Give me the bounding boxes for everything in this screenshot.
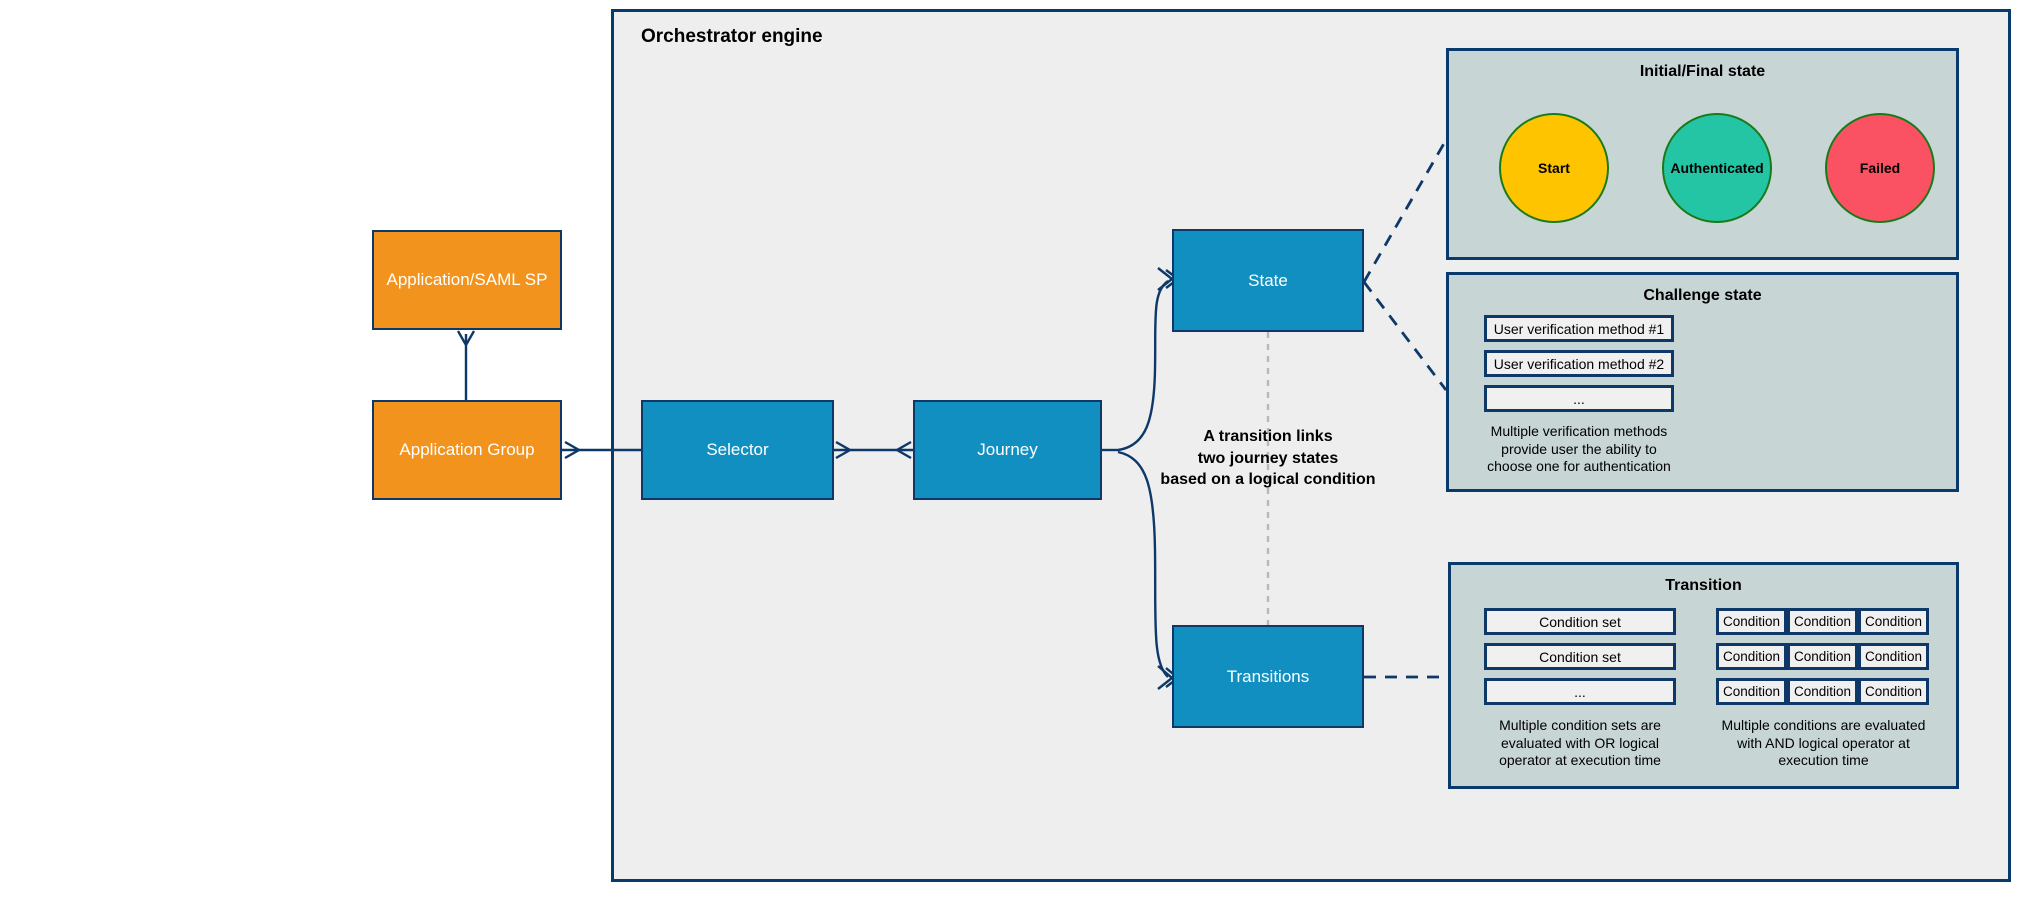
circle-start[interactable]: Start bbox=[1499, 113, 1609, 223]
verification-method-1-label: User verification method #1 bbox=[1493, 320, 1665, 337]
condition-cell-r3c1[interactable]: Condition bbox=[1716, 678, 1787, 705]
condition-cell-r3c3-label: Condition bbox=[1864, 684, 1923, 699]
condition-set-1[interactable]: Condition set bbox=[1484, 608, 1676, 635]
condition-cell-r2c1[interactable]: Condition bbox=[1716, 643, 1787, 670]
condition-cell-r3c2[interactable]: Condition bbox=[1787, 678, 1858, 705]
transition-note: A transition links two journey states ba… bbox=[1160, 428, 1376, 489]
orchestrator-engine-title: Orchestrator engine bbox=[641, 26, 823, 47]
panel-initial-final-state: Initial/Final state Start Authenticated … bbox=[1446, 48, 1959, 260]
condition-set-ellipsis-label: ... bbox=[1574, 683, 1586, 700]
panel-transition-title: Transition bbox=[1665, 577, 1742, 594]
node-selector-label: Selector bbox=[706, 440, 769, 459]
condition-set-2-label: Condition set bbox=[1539, 648, 1621, 665]
verification-method-ellipsis[interactable]: ... bbox=[1484, 385, 1674, 412]
conditions-caption: Multiple conditions are evaluated with A… bbox=[1721, 717, 1926, 768]
panel-transition: Transition Condition set Condition set .… bbox=[1448, 562, 1959, 789]
node-application-group[interactable]: Application Group bbox=[372, 400, 562, 500]
condition-cell-r2c3-label: Condition bbox=[1864, 649, 1923, 664]
circle-failed[interactable]: Failed bbox=[1825, 113, 1935, 223]
circle-failed-label: Failed bbox=[1859, 160, 1901, 176]
circle-start-label: Start bbox=[1538, 160, 1570, 176]
condition-cell-r2c1-label: Condition bbox=[1722, 649, 1781, 664]
challenge-state-caption: Multiple verification methods provide us… bbox=[1487, 423, 1671, 474]
panel-challenge-state-title: Challenge state bbox=[1643, 287, 1762, 304]
panel-initial-final-state-title: Initial/Final state bbox=[1639, 63, 1766, 80]
condition-sets-caption: Multiple condition sets are evaluated wi… bbox=[1499, 717, 1661, 768]
condition-cell-r3c2-label: Condition bbox=[1793, 684, 1852, 699]
verification-method-1[interactable]: User verification method #1 bbox=[1484, 315, 1674, 342]
node-transitions[interactable]: Transitions bbox=[1172, 625, 1364, 728]
condition-cell-r1c1[interactable]: Condition bbox=[1716, 608, 1787, 635]
node-application-saml-sp-label: Application/SAML SP bbox=[386, 270, 548, 289]
verification-method-ellipsis-label: ... bbox=[1573, 390, 1585, 407]
node-application-saml-sp[interactable]: Application/SAML SP bbox=[372, 230, 562, 330]
condition-cell-r1c3[interactable]: Condition bbox=[1858, 608, 1929, 635]
condition-cell-r3c1-label: Condition bbox=[1722, 684, 1781, 699]
condition-cell-r1c2-label: Condition bbox=[1793, 614, 1852, 629]
condition-cell-r1c2[interactable]: Condition bbox=[1787, 608, 1858, 635]
condition-cell-r1c1-label: Condition bbox=[1722, 614, 1781, 629]
condition-cell-r2c2[interactable]: Condition bbox=[1787, 643, 1858, 670]
node-application-group-label: Application Group bbox=[399, 440, 535, 459]
condition-set-ellipsis[interactable]: ... bbox=[1484, 678, 1676, 705]
condition-cell-r1c3-label: Condition bbox=[1864, 614, 1923, 629]
condition-cell-r2c2-label: Condition bbox=[1793, 649, 1852, 664]
verification-method-2-label: User verification method #2 bbox=[1493, 355, 1665, 372]
condition-set-2[interactable]: Condition set bbox=[1484, 643, 1676, 670]
verification-method-2[interactable]: User verification method #2 bbox=[1484, 350, 1674, 377]
node-journey-label: Journey bbox=[977, 440, 1038, 459]
node-state-label: State bbox=[1248, 270, 1288, 290]
panel-challenge-state: Challenge state User verification method… bbox=[1446, 272, 1959, 492]
node-journey[interactable]: Journey bbox=[913, 400, 1102, 500]
node-transitions-label: Transitions bbox=[1226, 666, 1310, 686]
node-state[interactable]: State bbox=[1172, 229, 1364, 332]
circle-authenticated-label: Authenticated bbox=[1670, 160, 1764, 176]
condition-cell-r2c3[interactable]: Condition bbox=[1858, 643, 1929, 670]
node-selector[interactable]: Selector bbox=[641, 400, 834, 500]
condition-set-1-label: Condition set bbox=[1539, 613, 1621, 630]
condition-cell-r3c3[interactable]: Condition bbox=[1858, 678, 1929, 705]
circle-authenticated[interactable]: Authenticated bbox=[1662, 113, 1772, 223]
